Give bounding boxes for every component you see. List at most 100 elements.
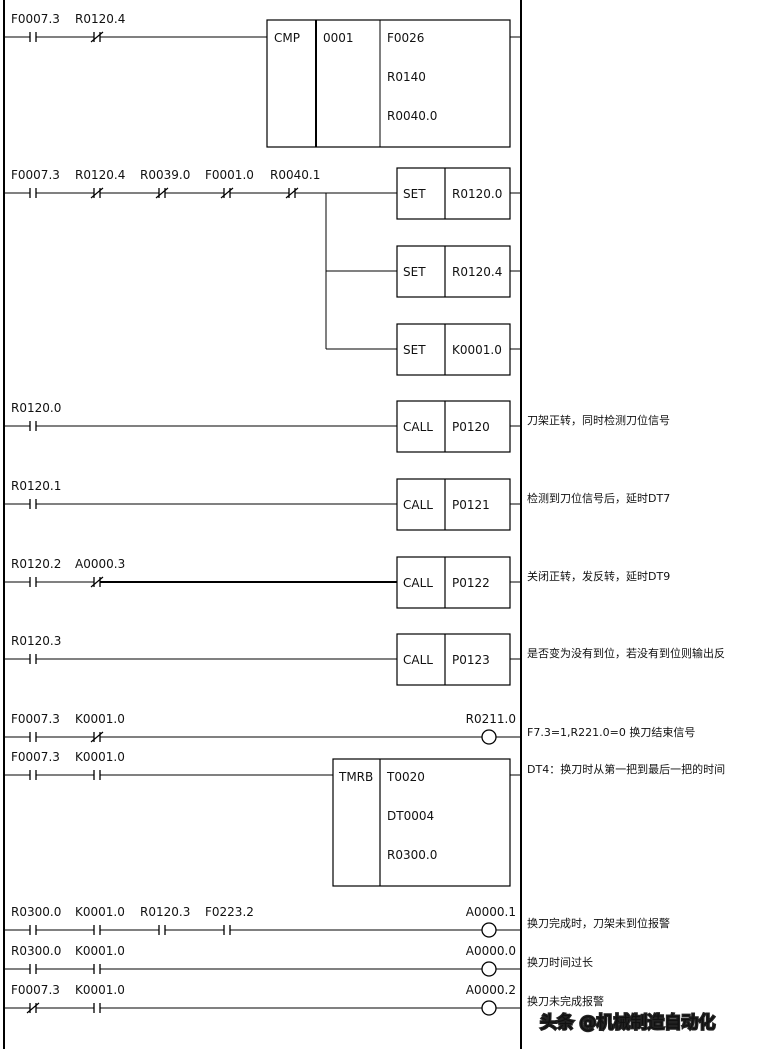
set-operand: K0001.0 — [452, 343, 502, 357]
contact-slash — [90, 31, 104, 43]
function-operand: R0040.0 — [387, 109, 437, 123]
function-name: TMRB — [338, 770, 373, 784]
contact-label: F0007.3 — [11, 12, 60, 26]
contact-label: F0007.3 — [11, 750, 60, 764]
no-contact — [223, 925, 231, 935]
no-contact — [93, 770, 101, 780]
output-coil — [481, 922, 497, 938]
no-contact — [29, 499, 37, 509]
rung-comment: 是否变为没有到位，若没有到位则输出反 — [527, 646, 725, 660]
set-operand: R0120.0 — [452, 187, 502, 201]
no-contact — [29, 32, 37, 42]
set-label: SET — [403, 265, 426, 279]
contact-label: R0039.0 — [140, 168, 190, 182]
rung-comment: 刀架正转，同时检测刀位信号 — [527, 413, 670, 427]
function-operand: DT0004 — [387, 809, 434, 823]
contact-label: R0120.4 — [75, 12, 125, 26]
no-contact — [158, 925, 166, 935]
contact-slash — [90, 187, 104, 199]
call-operand: P0120 — [452, 420, 490, 434]
rung-comment: 关闭正转，发反转，延时DT9 — [527, 569, 670, 583]
rung-comment: 检测到刀位信号后，延时DT7 — [527, 491, 670, 505]
contact-label: F0007.3 — [11, 712, 60, 726]
contact-slash — [220, 187, 234, 199]
function-operand: R0300.0 — [387, 848, 437, 862]
rung-comment: 换刀未完成报警 — [527, 994, 604, 1008]
call-operand: P0122 — [452, 576, 490, 590]
output-coil — [481, 1000, 497, 1016]
call-label: CALL — [403, 576, 433, 590]
output-coil — [481, 729, 497, 745]
rung-comment: 换刀完成时，刀架未到位报警 — [527, 916, 670, 930]
contact-slash — [90, 576, 104, 588]
function-operand: T0020 — [386, 770, 425, 784]
no-contact — [29, 964, 37, 974]
no-contact — [93, 925, 101, 935]
cmp-function-box — [266, 19, 511, 148]
coil-label: A0000.2 — [466, 983, 516, 997]
rung-comment: 换刀时间过长 — [527, 955, 593, 969]
contact-slash — [155, 187, 169, 199]
contact-label: R0120.3 — [140, 905, 190, 919]
call-label: CALL — [403, 420, 433, 434]
rung-comment: F7.3=1,R221.0=0 换刀结束信号 — [527, 725, 695, 739]
contact-label: K0001.0 — [75, 712, 125, 726]
contact-label: K0001.0 — [75, 944, 125, 958]
no-contact — [93, 1003, 101, 1013]
contact-label: R0120.4 — [75, 168, 125, 182]
contact-label: K0001.0 — [75, 750, 125, 764]
call-operand: P0121 — [452, 498, 490, 512]
tmrb-function-box — [332, 758, 511, 887]
no-contact — [29, 732, 37, 742]
no-contact — [29, 654, 37, 664]
contact-label: A0000.3 — [75, 557, 125, 571]
rung-comment: DT4：换刀时从第一把到最后一把的时间 — [527, 762, 725, 776]
contact-slash — [90, 731, 104, 743]
set-operand: R0120.4 — [452, 265, 502, 279]
function-operand: R0140 — [387, 70, 426, 84]
function-name: CMP — [274, 31, 300, 45]
rung-10: R0300.0 K0001.0 A0000.0 换刀时间过长 — [4, 944, 593, 977]
rung-11: F0007.3 K0001.0 A0000.2 换刀未完成报警 — [4, 983, 604, 1016]
watermark-text: 头条 @机械制造自动化 — [540, 1013, 715, 1033]
contact-label: F0007.3 — [11, 168, 60, 182]
contact-label: K0001.0 — [75, 905, 125, 919]
contact-label: F0223.2 — [205, 905, 254, 919]
contact-slash — [285, 187, 299, 199]
function-param: 0001 — [323, 31, 354, 45]
call-label: CALL — [403, 653, 433, 667]
coil-label: A0000.0 — [466, 944, 516, 958]
function-operand: F0026 — [387, 31, 424, 45]
contact-label: R0120.3 — [11, 634, 61, 648]
contact-label: K0001.0 — [75, 983, 125, 997]
no-contact — [29, 188, 37, 198]
call-label: CALL — [403, 498, 433, 512]
no-contact — [29, 770, 37, 780]
contact-label: R0120.0 — [11, 401, 61, 415]
contact-label: F0007.3 — [11, 983, 60, 997]
rung-7: F0007.3 K0001.0 R0211.0F7.3=1,R221.0=0 换刀结… — [4, 712, 695, 745]
coil-label: A0000.1 — [466, 905, 516, 919]
call-operand: P0123 — [452, 653, 490, 667]
contact-label: R0120.2 — [11, 557, 61, 571]
contact-label: R0040.1 — [270, 168, 320, 182]
no-contact — [29, 421, 37, 431]
contact-slash — [26, 1002, 40, 1014]
contact-label: R0300.0 — [11, 944, 61, 958]
output-coil — [481, 961, 497, 977]
no-contact — [29, 925, 37, 935]
set-label: SET — [403, 343, 426, 357]
coil-label: R0211.0 — [466, 712, 516, 726]
contact-label: F0001.0 — [205, 168, 254, 182]
no-contact — [29, 577, 37, 587]
